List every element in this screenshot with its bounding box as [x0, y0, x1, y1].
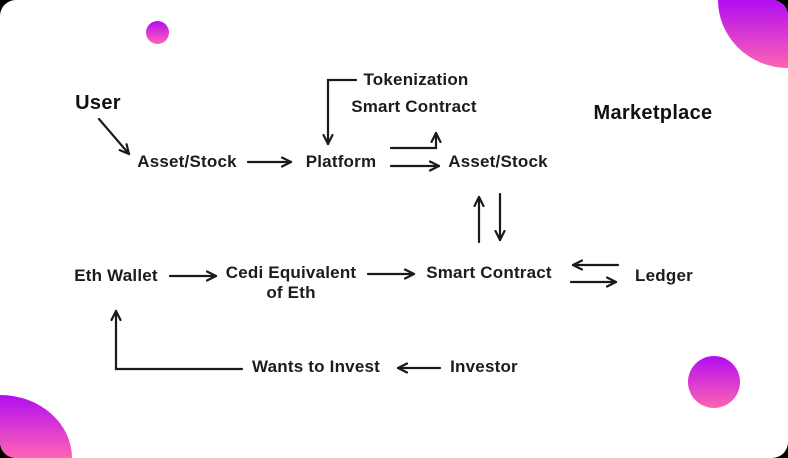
arrow-user-to-asset-stock: [97, 117, 131, 156]
arrow-wants-to-invest-to-eth-wallet: [116, 309, 244, 371]
node-cedi-equivalent: Cedi Equivalent of Eth: [226, 263, 357, 303]
node-wants-to-invest: Wants to Invest: [252, 357, 380, 376]
gradient-dot-decoration: [146, 21, 169, 44]
node-smart-contract-top: Smart Contract: [351, 97, 477, 116]
node-cedi-equivalent-line1: Cedi Equivalent: [225, 263, 357, 282]
user-title: User: [75, 92, 121, 114]
node-eth-wallet: Eth Wallet: [74, 266, 158, 285]
node-asset-stock-left: Asset/Stock: [137, 152, 237, 171]
gradient-petal-top-right-decoration: [718, 0, 788, 68]
node-cedi-equivalent-line2: of Eth: [266, 283, 316, 302]
node-tokenization: Tokenization: [363, 70, 469, 89]
node-investor: Investor: [450, 357, 518, 376]
gradient-petal-bottom-left-decoration: [0, 395, 72, 458]
node-ledger: Ledger: [635, 266, 693, 285]
node-asset-stock-right: Asset/Stock: [448, 152, 548, 171]
gradient-circle-bottom-right-decoration: [688, 356, 740, 408]
marketplace-title: Marketplace: [593, 102, 713, 124]
node-smart-contract-mid: Smart Contract: [426, 263, 552, 282]
node-platform: Platform: [305, 152, 377, 171]
arrow-platform-to-smart-contract-top: [389, 131, 436, 150]
